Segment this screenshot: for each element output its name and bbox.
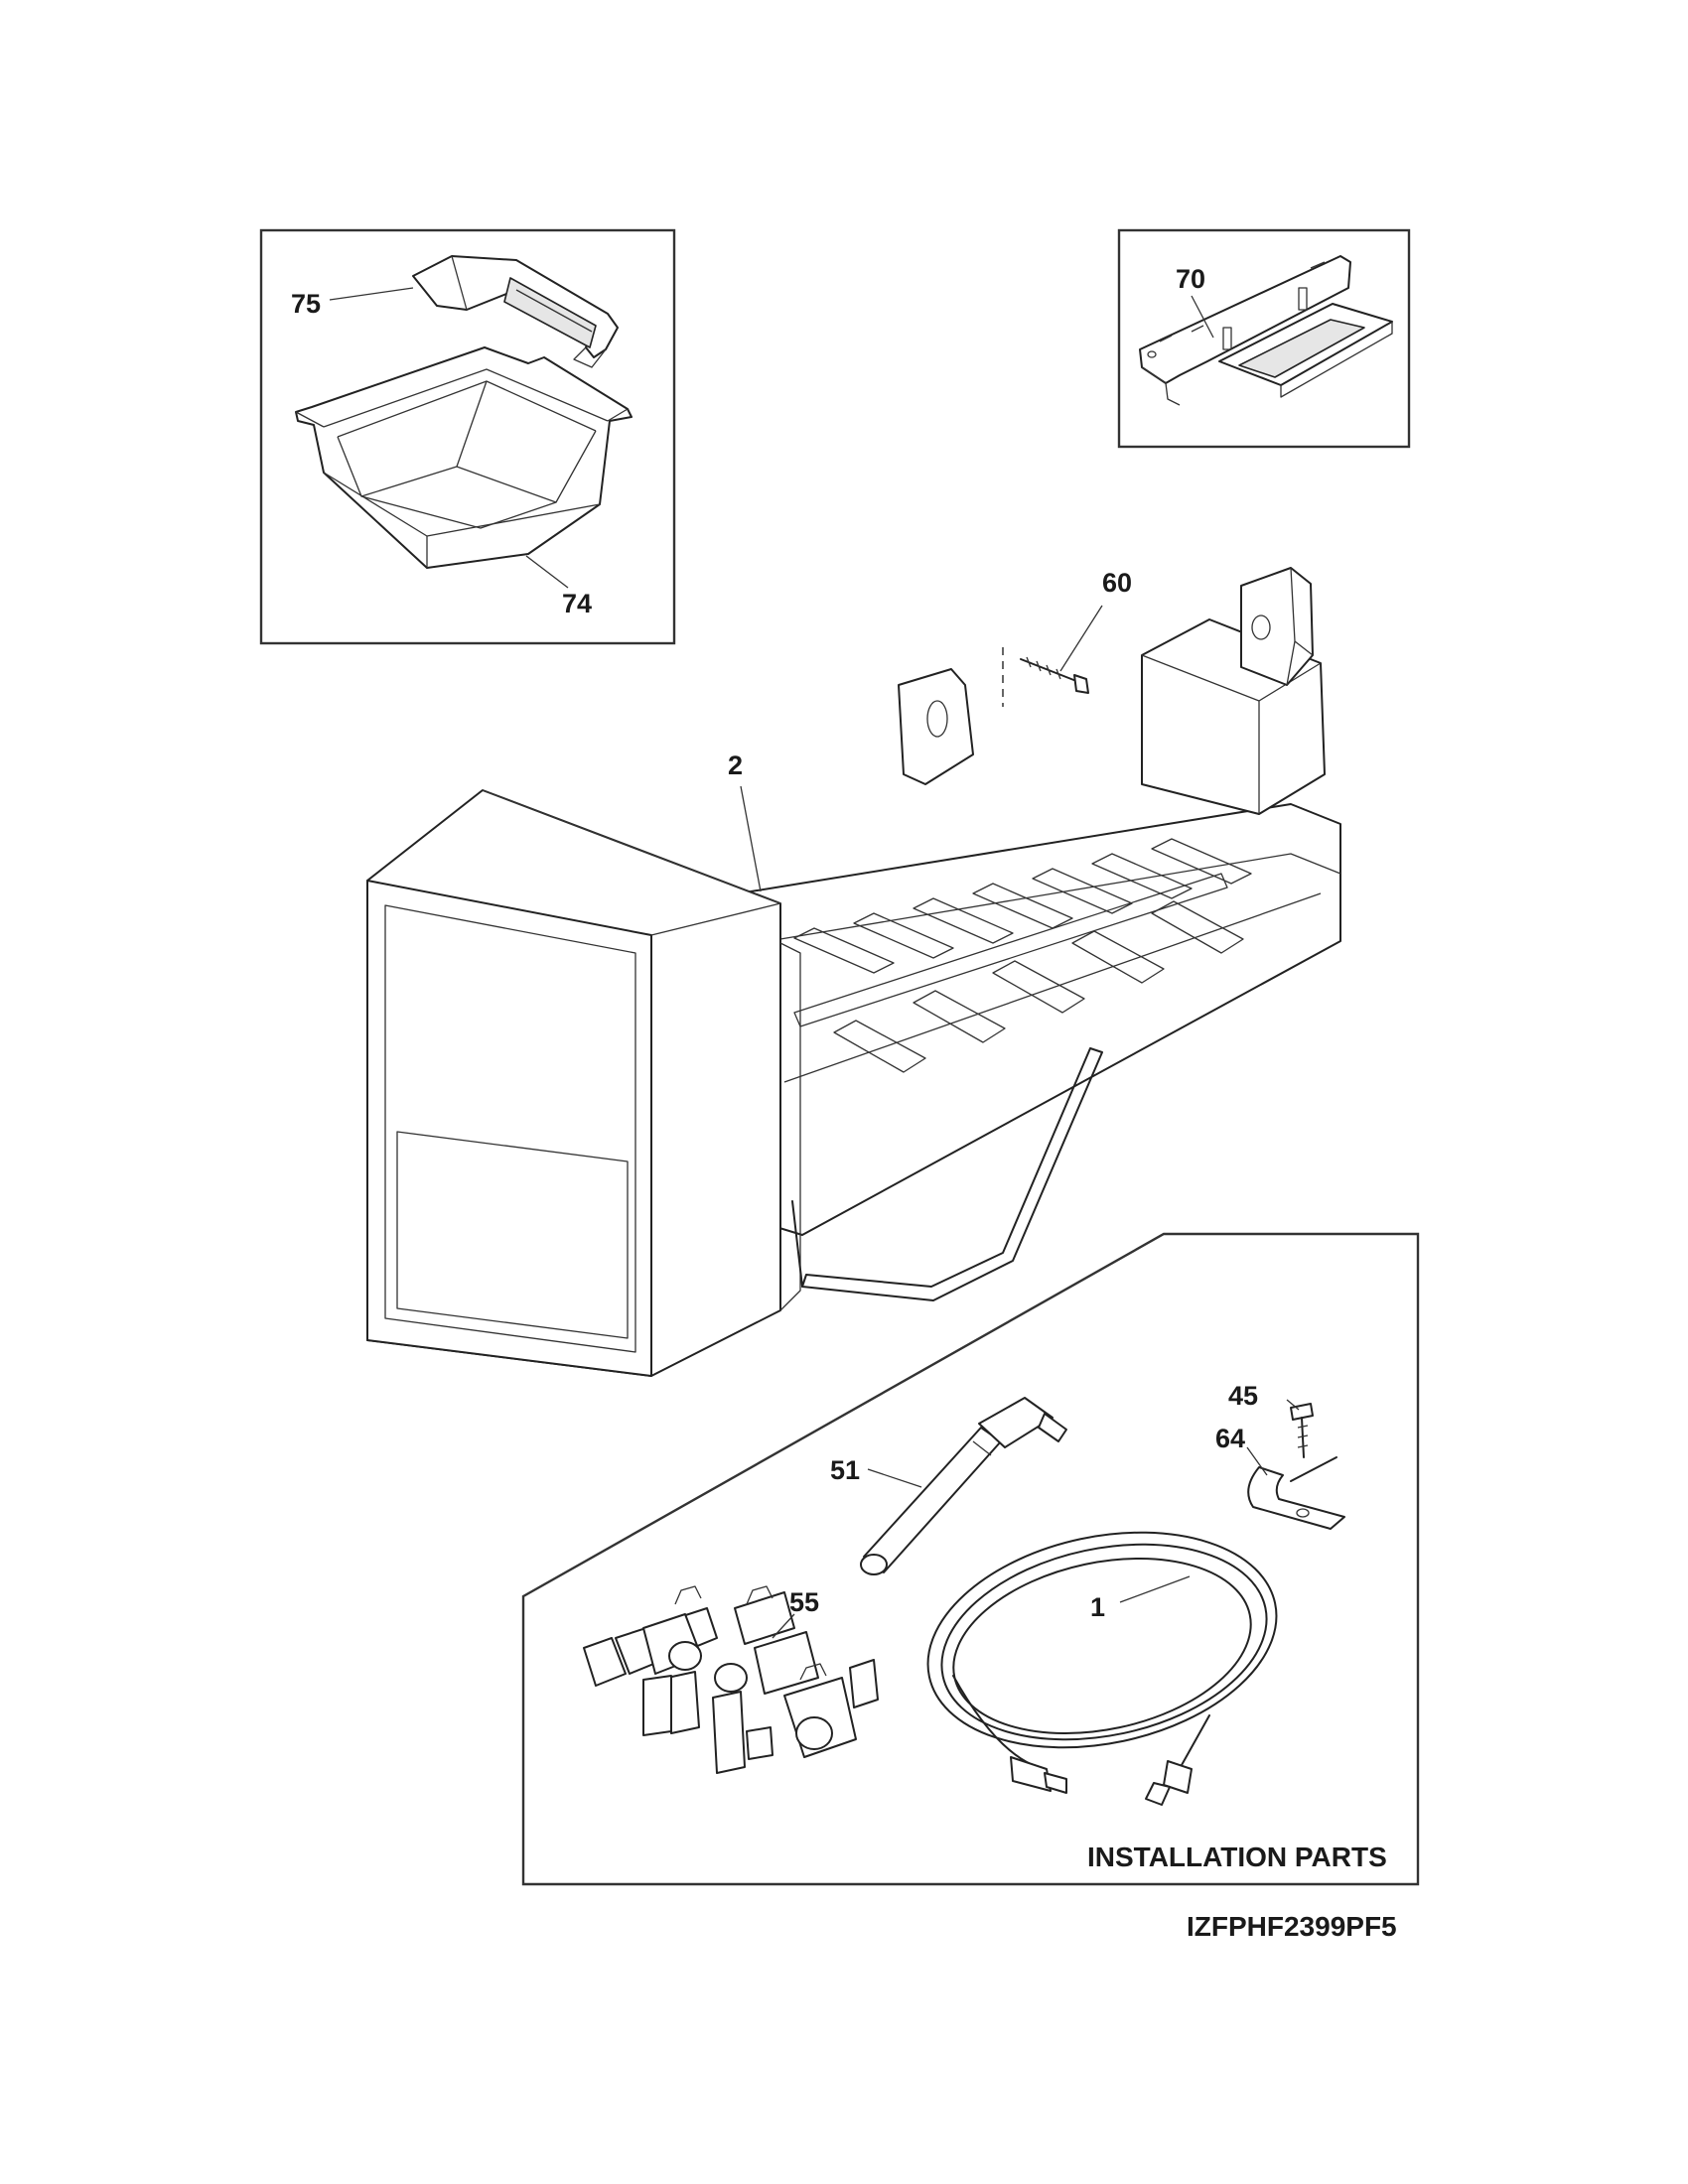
installation-parts-region: 51 45 64 1 55 INSTALLATION PARTS [521,1232,1420,1886]
callout-75: 75 [291,289,321,319]
mounting-bracket-part [1139,255,1393,406]
ice-bucket-inset-frame [259,228,676,645]
leader-74 [525,555,569,589]
leader-45 [1286,1399,1300,1411]
leader-2 [740,785,762,892]
ice-tray-mold [738,803,1341,1236]
bucket-cover-part [412,255,619,368]
tube-clamp-part [1247,1456,1345,1530]
ejector-fingers [793,838,1252,1073]
leader-75 [329,287,414,301]
callout-2: 2 [728,751,743,780]
fill-tube-part [860,1397,1067,1575]
bracket-inset-frame [1117,228,1411,449]
shutoff-arm [801,1047,1103,1301]
callout-70: 70 [1176,264,1205,294]
screw-45-part [1290,1403,1314,1458]
ice-bucket-part [295,346,633,569]
ice-maker-assembly: 60 2 [366,567,1341,1377]
water-supply-tube-part [926,1531,1278,1806]
leader-1 [1119,1575,1191,1603]
callout-74: 74 [562,589,592,618]
installation-parts-title: INSTALLATION PARTS [1087,1842,1387,1872]
rear-mount-ear [898,668,974,785]
screw-60-part [1002,647,1089,707]
water-valve-part [583,1585,879,1774]
callout-1: 1 [1090,1592,1105,1622]
diagram-code: IZFPHF2399PF5 [1187,1911,1397,1942]
leader-64 [1246,1446,1268,1476]
ice-bucket-inset: 75 74 [259,228,676,645]
callout-55: 55 [789,1587,819,1617]
leader-55 [772,1613,795,1639]
bracket-inset: 70 [1117,228,1411,449]
installation-parts-frame [521,1232,1420,1886]
callout-51: 51 [830,1455,860,1485]
callout-45: 45 [1228,1381,1258,1411]
callout-64: 64 [1215,1424,1245,1453]
leader-70 [1191,295,1214,339]
leader-60 [1059,605,1103,672]
callout-60: 60 [1102,568,1132,598]
leader-51 [867,1468,922,1488]
